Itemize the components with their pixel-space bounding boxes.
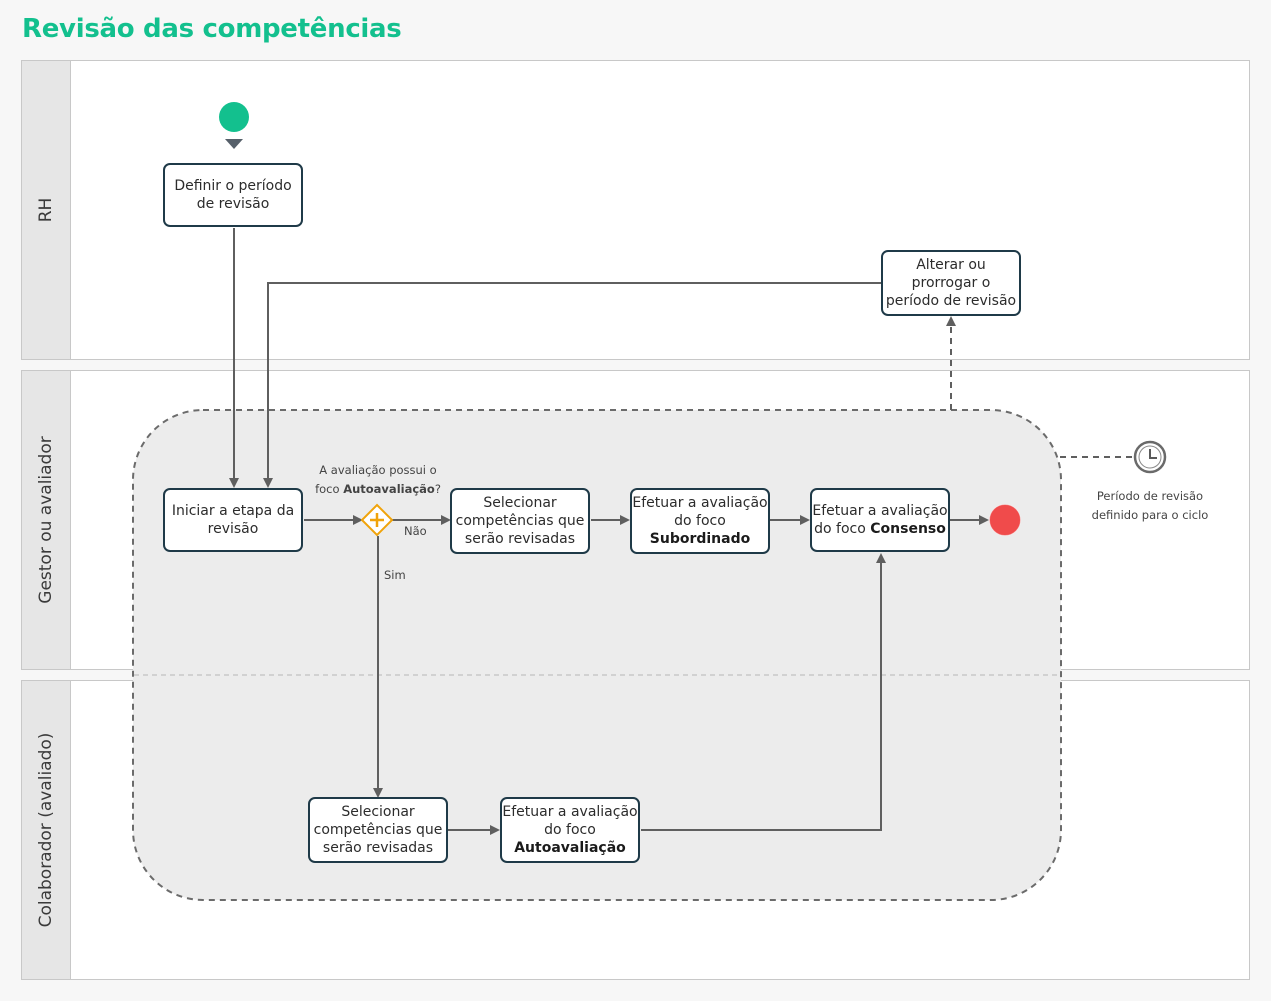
task-label: Iniciar a etapa da — [171, 503, 295, 519]
task-label: serão revisadas — [322, 840, 434, 856]
task-avaliacao-autoavaliacao[interactable]: Efetuar a avaliação do foco Autoavaliaçã… — [500, 797, 640, 863]
task-alterar-periodo[interactable]: Alterar ou prorrogar o período de revisã… — [881, 250, 1021, 316]
gateway-label-sim: Sim — [384, 568, 406, 582]
task-label: do foco — [814, 521, 866, 537]
task-selecionar-competencias-gestor[interactable]: Selecionar competências que serão revisa… — [450, 488, 590, 554]
task-label-bold: Autoavaliação — [514, 840, 626, 856]
lane-header-gestor: Gestor ou avaliador — [22, 371, 71, 669]
task-selecionar-competencias-colaborador[interactable]: Selecionar competências que serão revisa… — [308, 797, 448, 863]
gateway-question-foco: foco — [315, 482, 340, 496]
task-label-bold: Consenso — [870, 521, 946, 537]
task-label: Efetuar a avaliação — [502, 804, 638, 820]
task-label: serão revisadas — [464, 531, 576, 547]
task-label: revisão — [207, 521, 259, 537]
task-label: do foco — [544, 822, 596, 838]
timer-label: Período de revisão definido para o ciclo — [1080, 487, 1220, 525]
timer-label-line2: definido para o ciclo — [1091, 508, 1209, 522]
task-label: Efetuar a avaliação — [812, 503, 948, 519]
gateway-question-bold: Autoavaliação — [343, 482, 435, 496]
gateway-parallel-icon[interactable] — [360, 503, 394, 537]
gateway-question-mark: ? — [434, 482, 441, 496]
task-label: prorrogar o — [911, 275, 991, 291]
task-label-row: do foco Consenso — [814, 520, 946, 538]
gateway-question: A avaliação possui o foco Autoavaliação? — [308, 461, 448, 499]
task-label-bold: Subordinado — [649, 531, 751, 547]
task-label: Definir o período — [174, 178, 292, 194]
flow-alterar-to-iniciar — [263, 282, 881, 488]
task-label: Efetuar a avaliação — [632, 495, 768, 511]
start-triangle-icon — [225, 139, 243, 149]
task-label: de revisão — [196, 196, 270, 212]
page-title: Revisão das competências — [22, 14, 402, 44]
task-label: Selecionar — [341, 804, 415, 820]
flow-autoavaliacao-to-consenso — [641, 553, 886, 831]
task-label: Alterar ou — [916, 257, 986, 273]
end-event-icon — [989, 504, 1021, 536]
task-label: competências que — [313, 822, 443, 838]
end-event-ring-icon — [989, 504, 1021, 536]
task-avaliacao-consenso[interactable]: Efetuar a avaliação do foco Consenso — [810, 488, 950, 552]
lane-header-rh: RH — [22, 61, 71, 359]
task-label: Selecionar — [483, 495, 557, 511]
gateway-question-line1: A avaliação possui o — [319, 463, 437, 477]
task-label: competências que — [455, 513, 585, 529]
task-label: do foco — [674, 513, 726, 529]
lane-header-colaborador: Colaborador (avaliado) — [22, 681, 71, 979]
gateway-label-nao: Não — [404, 524, 427, 538]
timer-clock-icon[interactable] — [1133, 440, 1167, 474]
timer-label-line1: Período de revisão — [1096, 489, 1204, 503]
task-iniciar-etapa[interactable]: Iniciar a etapa da revisão — [163, 488, 303, 552]
start-event-icon — [219, 102, 249, 132]
task-avaliacao-subordinado[interactable]: Efetuar a avaliação do foco Subordinado — [630, 488, 770, 554]
task-definir-periodo[interactable]: Definir o período de revisão — [163, 163, 303, 227]
task-label: período de revisão — [885, 293, 1017, 309]
